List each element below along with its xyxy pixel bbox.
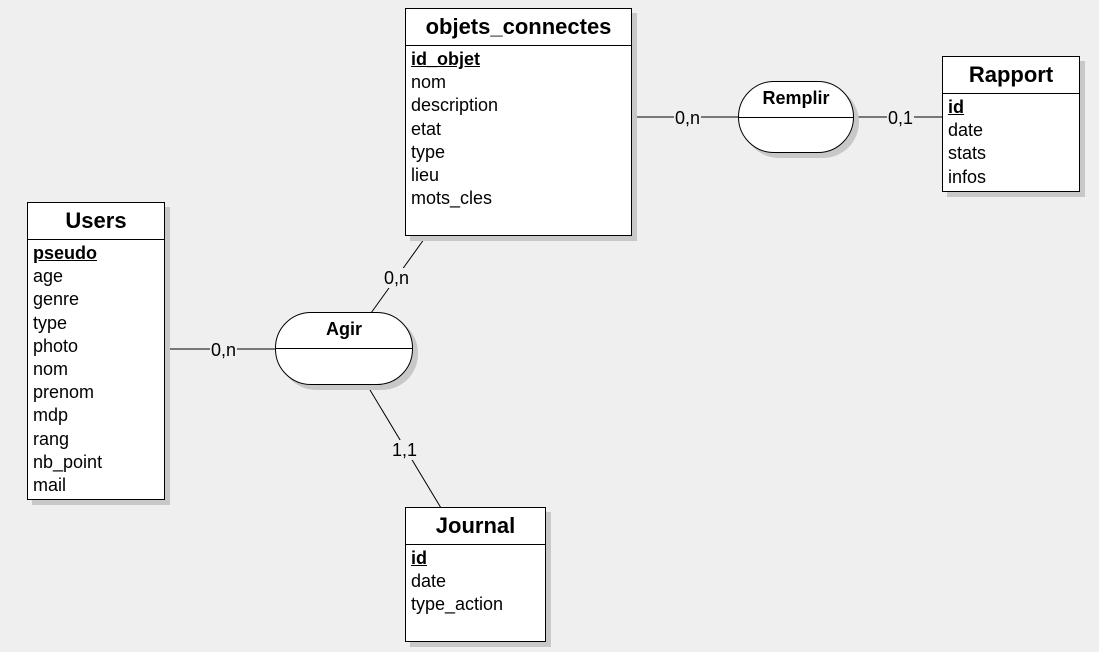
attribute: date xyxy=(411,571,447,592)
attribute: mots_cles xyxy=(411,188,493,209)
entity-title: Journal xyxy=(406,508,545,545)
cardinality-journal-agir: 1,1 xyxy=(391,440,419,460)
primary-key: pseudo xyxy=(33,243,98,263)
entity-title: Rapport xyxy=(943,57,1079,94)
entity-title: Users xyxy=(28,203,164,240)
attribute: age xyxy=(33,266,64,287)
primary-key: id xyxy=(411,548,427,568)
primary-key: id_objet xyxy=(411,49,481,69)
attribute: genre xyxy=(33,289,80,310)
cardinality-objets-agir: 0,n xyxy=(383,268,411,288)
attribute: nom xyxy=(33,358,69,379)
cardinality-objets-remplir: 0,n xyxy=(674,108,702,128)
attribute: mdp xyxy=(33,405,69,426)
entity-rapport[interactable]: Rapport id date stats infos xyxy=(942,56,1080,192)
cardinality-remplir-rapport: 0,1 xyxy=(887,108,915,128)
primary-key: id xyxy=(948,97,964,117)
association-remplir[interactable]: Remplir xyxy=(738,81,854,153)
association-name: Remplir xyxy=(762,88,830,108)
entity-title: objets_connectes xyxy=(406,9,631,46)
attribute: prenom xyxy=(33,382,95,403)
attribute: photo xyxy=(33,335,79,356)
attribute: nom xyxy=(411,72,447,93)
attribute: type_action xyxy=(411,594,504,615)
entity-objets-connectes[interactable]: objets_connectes id_objet nom descriptio… xyxy=(405,8,632,236)
attribute: date xyxy=(948,120,984,141)
association-name: Agir xyxy=(326,319,362,339)
attribute: lieu xyxy=(411,164,440,185)
entity-journal[interactable]: Journal id date type_action xyxy=(405,507,546,642)
association-divider xyxy=(276,348,412,349)
cardinality-users-agir: 0,n xyxy=(210,340,238,360)
attribute: mail xyxy=(33,474,67,495)
attribute: nb_point xyxy=(33,451,103,472)
association-divider xyxy=(739,117,853,118)
attribute: rang xyxy=(33,428,70,449)
attribute: description xyxy=(411,95,499,116)
attribute: etat xyxy=(411,118,442,139)
attribute: type xyxy=(411,141,446,162)
attribute: type xyxy=(33,312,68,333)
attribute: stats xyxy=(948,143,987,164)
attribute: infos xyxy=(948,166,987,187)
entity-users[interactable]: Users pseudo age genre type photo nom pr… xyxy=(27,202,165,500)
association-agir[interactable]: Agir xyxy=(275,312,413,385)
